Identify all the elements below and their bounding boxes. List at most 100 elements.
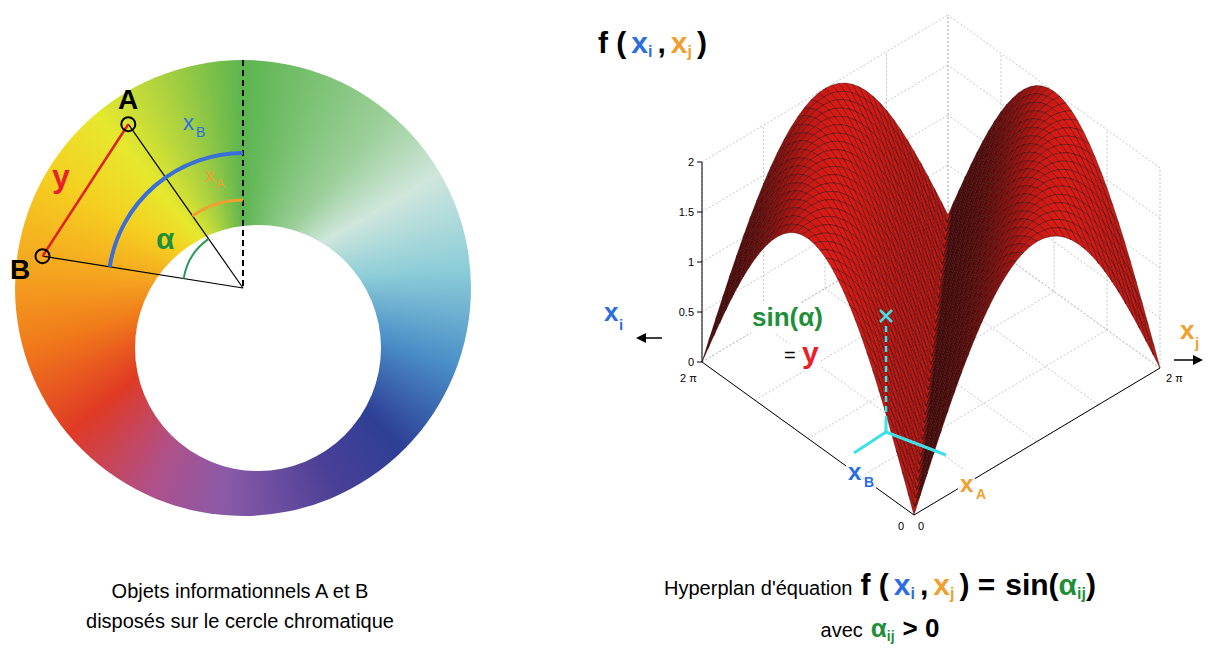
surface-facet [896, 451, 909, 486]
surface-facet [1134, 308, 1147, 342]
caption-part: j [950, 585, 954, 603]
caption-part: x [894, 568, 911, 603]
axis-arrow [1193, 355, 1203, 365]
axis-tick [697, 362, 702, 363]
axis-tick [697, 212, 702, 213]
surface-facet [1011, 252, 1024, 261]
surface-facet [702, 327, 715, 362]
surface-facet [1004, 261, 1017, 273]
surface-facet [820, 250, 833, 260]
projection-line [885, 420, 888, 432]
point-marker [36, 249, 50, 263]
surface-facet [976, 306, 989, 328]
chord-label: y [52, 158, 70, 195]
axis-title-part: x [631, 26, 648, 61]
angle-arc [193, 200, 244, 216]
angle-arc [184, 239, 209, 279]
axis-title-part: ) [697, 26, 707, 61]
surface-facet [867, 352, 880, 381]
surface-facet [970, 321, 983, 345]
surface-facet [814, 242, 827, 250]
surface-facet [1140, 320, 1153, 355]
axis-title-part: x [671, 26, 688, 61]
surface-facet [983, 293, 996, 313]
caption-part: ) [1086, 568, 1096, 603]
caption-part: ) = [959, 568, 995, 603]
axis-tick [697, 262, 702, 263]
surface-facet [929, 430, 942, 464]
cross-marker [880, 310, 892, 322]
variable-subscript: B [862, 474, 876, 490]
surface-facet [963, 337, 976, 364]
axis-title-part: j [688, 43, 692, 61]
reference-line [242, 60, 244, 288]
point-letter: B [10, 254, 30, 286]
surface-facet [708, 315, 721, 349]
axis-line [914, 368, 1160, 515]
axis-line [702, 362, 914, 515]
grid-line [702, 362, 914, 515]
surface-facet [743, 251, 756, 278]
tick-label: 1.5 [679, 206, 694, 219]
surface-facet [922, 451, 935, 485]
surface-facet [843, 291, 856, 311]
grid-line [702, 215, 948, 362]
surface-facet [943, 382, 956, 413]
caption-line: Hyperplan d'équationf (xi,xj) =sin(αij) [590, 568, 1170, 604]
caption-part: ij [1077, 585, 1086, 603]
surface-facet [873, 371, 886, 401]
surface-facet [726, 279, 739, 310]
surface-facet [915, 472, 928, 507]
caption-part: ij [887, 628, 895, 644]
caption-line: avecαij> 0 [590, 614, 1170, 644]
tick-label: 0 [688, 356, 694, 369]
surface-facet [1113, 274, 1126, 304]
caption-part: α [1059, 568, 1077, 603]
surface-facet [731, 269, 744, 299]
surface-facet [761, 232, 774, 252]
surface-facet [885, 409, 898, 442]
angle-arc [110, 153, 243, 267]
surface-facet [755, 237, 768, 259]
radius-line [128, 124, 243, 288]
radius-line [43, 256, 244, 288]
tick-label: 0.5 [679, 306, 694, 319]
variable-subscript: i [619, 316, 623, 333]
point-marker [121, 117, 135, 131]
surface-facet [861, 335, 874, 362]
cross-marker [880, 310, 892, 322]
surface-facet [855, 319, 868, 344]
caption: Objets informationnels A et B disposés s… [75, 576, 405, 636]
surface-facet [990, 281, 1003, 298]
variable-subscript: A [974, 486, 988, 502]
axis-arrow [636, 333, 646, 343]
angle-label: α [156, 222, 174, 257]
grid-line [702, 15, 948, 162]
variable-subscript: A [216, 177, 225, 192]
surface-facet [916, 464, 929, 499]
caption-part: avec [821, 619, 863, 642]
value-label: y [800, 336, 821, 371]
axis-title-part: i [648, 43, 652, 61]
tick-label: 0 [918, 520, 924, 533]
tick-label: 2 [688, 156, 694, 169]
surface-facet [1127, 296, 1140, 329]
surface-facet [949, 372, 962, 402]
surface-facet [935, 410, 948, 443]
grid-line [948, 215, 1160, 368]
projection-line [885, 326, 888, 432]
grid-line [825, 289, 1037, 442]
caption-part: x [933, 568, 950, 603]
caption-part: f ( [860, 568, 888, 603]
tick-label: 2 π [680, 372, 697, 385]
axis-arrow [1174, 359, 1195, 361]
surface-facet [957, 345, 970, 373]
surface-facet [997, 270, 1010, 285]
surface-facet [1120, 284, 1133, 316]
surface-facet [956, 354, 969, 382]
surface-facet [1147, 333, 1160, 368]
tick-label: 1 [688, 256, 694, 269]
caption-part: , [920, 568, 928, 603]
